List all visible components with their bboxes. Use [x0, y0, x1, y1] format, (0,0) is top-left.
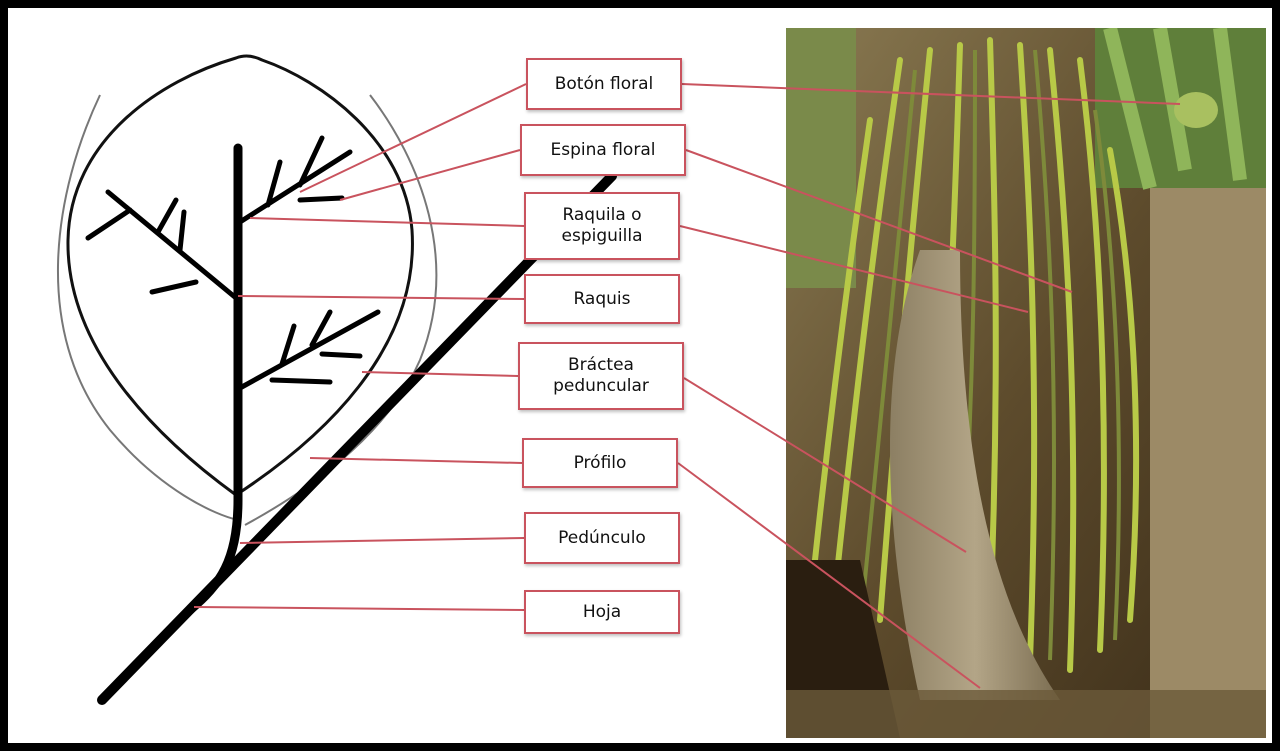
- label-pedunculo: Pedúnculo: [524, 512, 680, 564]
- rachilla-lower-right: [240, 312, 378, 388]
- rachilla-upper-right: [240, 138, 350, 222]
- label-espina-floral: Espina floral: [520, 124, 686, 176]
- leader-hoja: [194, 607, 524, 610]
- inflorescence-photo: [786, 28, 1266, 738]
- rachis-stroke: [190, 148, 238, 610]
- label-boton-floral: Botón floral: [526, 58, 682, 110]
- label-raquis: Raquis: [524, 274, 680, 324]
- leader-pedunculo: [240, 538, 524, 543]
- label-bractea: Bráctea peduncular: [518, 342, 684, 410]
- label-hoja: Hoja: [524, 590, 680, 634]
- label-raquila: Raquila o espiguilla: [524, 192, 680, 260]
- rachilla-left: [88, 192, 236, 298]
- prophyll-outline: [58, 95, 238, 520]
- leader-raquis: [238, 296, 524, 299]
- label-profilo: Prófilo: [522, 438, 678, 488]
